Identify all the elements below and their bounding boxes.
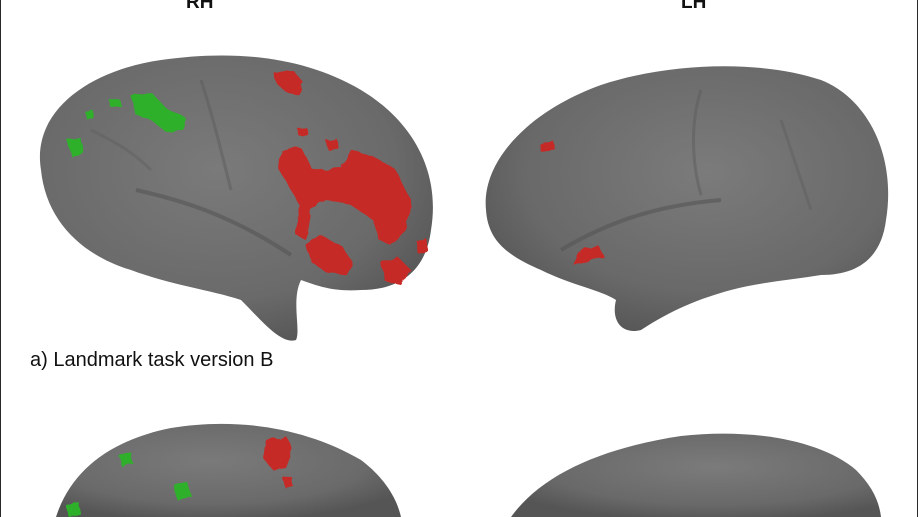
rh-activation-red-bottom-1 xyxy=(263,436,293,470)
lh-brain-top xyxy=(485,66,889,331)
rh-activation-green-spot-2 xyxy=(67,138,83,156)
rh-activation-green-spot-1 xyxy=(109,98,121,108)
rh-activation-red-spot-3 xyxy=(416,238,429,255)
rh-activation-green-bottom-3 xyxy=(67,502,81,517)
rh-cortex-surface-bottom xyxy=(56,423,401,517)
rh-activation-green-bottom-2 xyxy=(119,452,133,466)
rh-activation-red-parietal xyxy=(279,148,411,245)
lh-brain-bottom xyxy=(511,433,881,517)
rh-activation-green-spot-3 xyxy=(85,110,94,120)
right-hemisphere-label: RH xyxy=(186,0,214,13)
lh-cortex-surface xyxy=(485,66,889,331)
rh-activation-red-superior xyxy=(273,70,303,95)
rh-activation-red-occipital xyxy=(381,258,411,285)
left-hemisphere-label: LH xyxy=(681,0,707,13)
rh-activation-red-temporal xyxy=(306,235,353,275)
rh-brain-top xyxy=(39,55,433,341)
rh-activation-red-spot-2 xyxy=(297,126,307,136)
panel-a-caption: a) Landmark task version B xyxy=(30,349,274,371)
rh-brain-bottom xyxy=(56,423,401,517)
rh-activation-red-spot-1 xyxy=(326,138,338,150)
lh-cortex-surface-bottom xyxy=(511,433,881,517)
rh-activation-red-bottom-2 xyxy=(283,476,293,488)
rh-activation-green-bottom-1 xyxy=(173,482,191,500)
rh-activation-green-frontal xyxy=(131,92,186,132)
lh-activation-red-temporal xyxy=(573,246,603,265)
lh-activation-red-frontal xyxy=(539,140,555,152)
